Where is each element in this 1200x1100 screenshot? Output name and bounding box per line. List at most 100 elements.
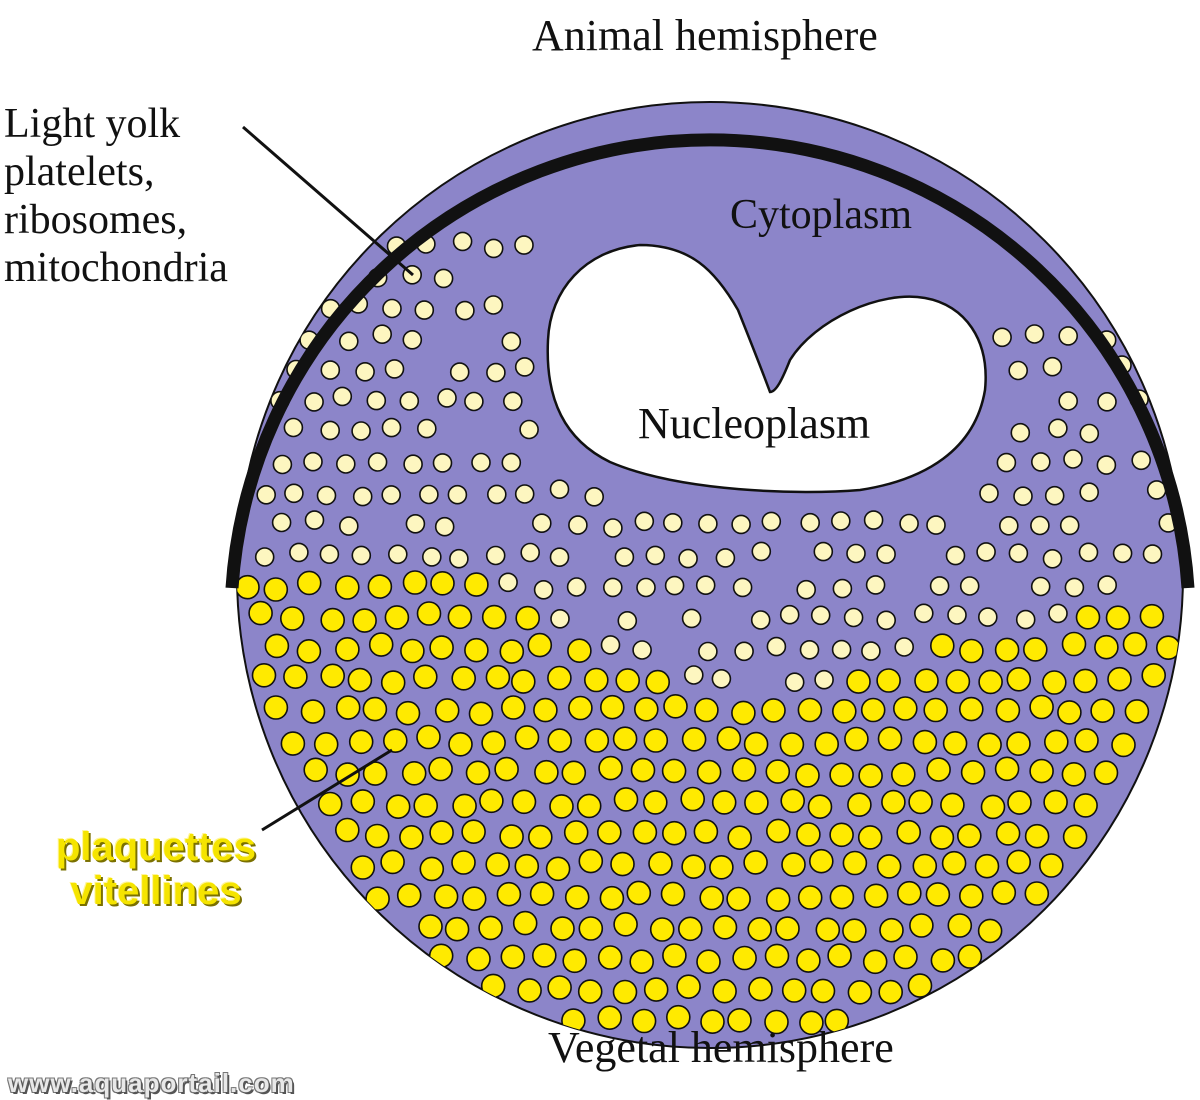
yolk-platelet — [461, 886, 487, 912]
yolk-platelet — [716, 726, 742, 751]
yolk-platelet — [347, 667, 373, 693]
light-yolk-granule — [1010, 422, 1031, 443]
yolk-platelet — [433, 884, 459, 909]
light-yolk-granule — [464, 391, 484, 412]
light-yolk-granule — [432, 453, 453, 473]
yolk-platelet — [980, 794, 1006, 820]
light-yolk-granule — [320, 420, 341, 441]
light-yolk-granule — [863, 510, 884, 530]
light-yolk-granule — [998, 515, 1019, 536]
light-yolk-granule — [338, 516, 359, 536]
yolk-platelet — [613, 787, 639, 812]
light-yolk-granule — [636, 577, 656, 598]
yolk-platelet — [731, 757, 757, 782]
yolk-platelet — [660, 881, 686, 907]
light-yolk-granule — [1131, 450, 1151, 471]
yolk-platelet — [451, 665, 477, 691]
light-yolk-granule — [403, 454, 423, 475]
yolk-platelet — [402, 570, 428, 595]
light-yolk-granule — [531, 513, 552, 534]
light-yolk-granule — [449, 362, 470, 382]
light-yolk-granule — [761, 511, 782, 532]
yolk-platelet — [649, 917, 675, 942]
animal-hemisphere-label: Animal hemisphere — [532, 11, 878, 60]
light-yolk-granule — [1042, 356, 1063, 377]
yolk-platelet — [334, 817, 360, 843]
light-yolk-granule — [471, 452, 491, 473]
yolk-platelet — [956, 823, 982, 849]
light-yolk-granule — [332, 386, 353, 407]
yolk-platelet — [1029, 694, 1054, 720]
yolk-platelet — [877, 726, 903, 752]
light-yolk-granule — [766, 636, 787, 657]
light-yolk-granule — [568, 515, 588, 535]
yolk-platelet — [765, 887, 791, 913]
yolk-platelet — [744, 790, 769, 815]
light-yolk-granule — [1030, 515, 1050, 536]
light-yolk-granule — [830, 511, 851, 531]
yolk-platelet — [263, 695, 289, 720]
yolk-platelet — [547, 665, 572, 691]
light-yolk-label: Light yolk platelets, ribosomes, mitocho… — [4, 100, 304, 292]
yolk-platelet — [447, 604, 473, 630]
light-yolk-granule — [796, 579, 817, 600]
light-yolk-granule — [486, 362, 506, 383]
light-yolk-granule — [335, 454, 356, 474]
yolk-platelet — [598, 755, 623, 781]
light-yolk-granule — [502, 391, 523, 412]
yolk-platelet — [661, 820, 687, 846]
yolk-platelet — [578, 848, 604, 874]
light-yolk-granule — [405, 513, 426, 534]
yolk-platelet — [1090, 698, 1115, 724]
light-yolk-granule — [351, 421, 371, 441]
yolk-platelet — [263, 577, 289, 602]
yolk-platelet — [485, 852, 511, 877]
yolk-platelet — [743, 850, 768, 875]
website-watermark: www.aquaportail.com — [8, 1068, 295, 1098]
yolk-platelet — [500, 695, 526, 720]
yolk-platelet — [583, 667, 609, 693]
light-yolk-granule — [832, 578, 853, 599]
light-yolk-granule — [600, 635, 621, 655]
yolk-platelet — [775, 916, 800, 941]
yolk-platelet — [1023, 637, 1048, 662]
light-yolk-granule — [284, 483, 304, 504]
light-yolk-granule — [602, 577, 623, 598]
light-yolk-label-line: ribosomes, — [4, 197, 188, 243]
animal-hemisphere-membrane — [225, 133, 1195, 589]
light-yolk-granule — [483, 295, 504, 315]
yolk-platelet — [881, 789, 906, 815]
yolk-platelet — [827, 943, 852, 968]
light-yolk-granule — [367, 452, 388, 472]
yolk-platelet — [529, 881, 555, 907]
yolk-platelet — [940, 792, 965, 818]
yolk-platelet — [847, 979, 873, 1005]
light-yolk-granule — [681, 608, 702, 629]
yolk-platelet — [896, 819, 922, 845]
yolk-platelet — [429, 635, 454, 660]
light-yolk-granule — [1030, 576, 1051, 597]
yolk-platelet — [451, 850, 476, 875]
yolk-platelet-pointer-line — [261, 748, 393, 832]
yolk-platelet — [428, 756, 453, 782]
yolk-platelet — [847, 792, 872, 818]
yolk-platelet — [584, 728, 610, 753]
yolk-platelet — [596, 820, 622, 845]
yolk-platelet — [395, 700, 421, 726]
yolk-platelet — [912, 729, 938, 755]
yolk-platelet — [367, 574, 393, 599]
yolk-platelet — [677, 916, 703, 942]
yolk-platelet — [846, 669, 871, 694]
light-yolk-granule — [1064, 577, 1085, 598]
light-yolk-granule — [614, 547, 635, 567]
yolk-platelet — [661, 758, 687, 784]
yolk-platelet — [632, 819, 658, 845]
yolk-platelet — [563, 820, 589, 845]
light-yolk-granule — [732, 577, 753, 598]
light-yolk-granule — [1142, 544, 1163, 564]
yolk-platelet — [578, 916, 604, 941]
yolk-platelet — [633, 696, 659, 722]
yolk-platelet — [296, 638, 322, 664]
light-yolk-granule — [320, 360, 341, 380]
yolk-platelet — [464, 572, 489, 597]
